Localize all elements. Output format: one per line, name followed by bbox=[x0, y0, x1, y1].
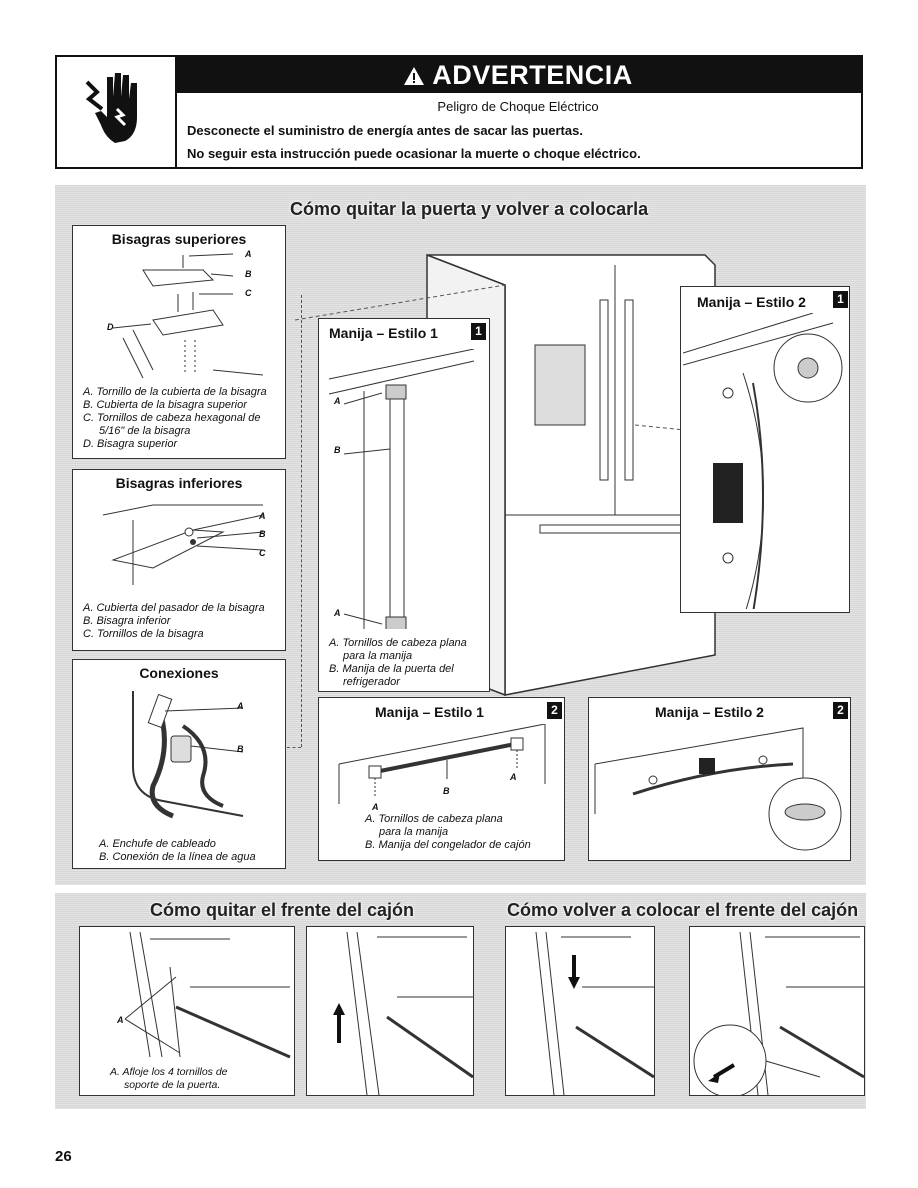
caption: A. Tornillos de cabeza plana bbox=[365, 813, 503, 825]
step-number-badge: 2 bbox=[547, 702, 562, 719]
handle-style1-drawer-captions: A. Tornillos de cabeza plana para la man… bbox=[365, 813, 565, 852]
hinges-top-box: Bisagras superiores A B C D A. Tornillo … bbox=[72, 225, 286, 459]
drawer-install-step2 bbox=[689, 926, 865, 1096]
handle-style2-drawer-title: Manija – Estilo 2 bbox=[655, 704, 764, 720]
drawer-label-a: A bbox=[117, 1015, 124, 1025]
caption: A. Cubierta del pasador de la bisagra bbox=[83, 602, 265, 614]
caption: B. Bisagra inferior bbox=[83, 615, 171, 627]
caption: B. Manija de la puerta del bbox=[329, 663, 454, 675]
drawer-handle-diagram bbox=[338, 724, 546, 804]
arrow-down-icon bbox=[568, 955, 580, 989]
step-number-badge: 1 bbox=[833, 291, 848, 308]
hinges-bottom-box: Bisagras inferiores A B C A. Cubierta de… bbox=[72, 469, 286, 651]
connections-label-a: A bbox=[237, 701, 244, 711]
page-number: 26 bbox=[55, 1148, 72, 1165]
hinge-top-label-d: D bbox=[107, 322, 114, 332]
hinge-top-label-a: A bbox=[245, 249, 252, 259]
caption: B. Conexión de la línea de agua bbox=[99, 851, 256, 863]
warning-line-1: Desconecte el suministro de energía ante… bbox=[187, 123, 583, 138]
drawer-install-step2-diagram bbox=[693, 931, 864, 1095]
caption: C. Tornillos de cabeza hexagonal de bbox=[83, 412, 261, 424]
hinges-top-captions: A. Tornillo de la cubierta de la bisagra… bbox=[83, 386, 283, 451]
drawer-remove-step2-diagram bbox=[346, 931, 473, 1095]
drawer-remove-step2 bbox=[306, 926, 474, 1096]
section-title-drawer-install: Cómo volver a colocar el frente del cajó… bbox=[507, 900, 859, 920]
door-handle-label-a: A bbox=[334, 396, 341, 406]
connections-box: Conexiones A B A. Enchufe de cableado B.… bbox=[72, 659, 286, 869]
drawer-install-step1-diagram bbox=[535, 931, 654, 1095]
hinge-top-label-c: C bbox=[245, 288, 252, 298]
drawer-install-step1 bbox=[505, 926, 655, 1096]
drawer-remove-step1-diagram bbox=[124, 931, 291, 1059]
handle-style1-door-title: Manija – Estilo 1 bbox=[329, 325, 438, 341]
hinge-bottom-label-c: C bbox=[259, 548, 266, 558]
door-removal-panel: Cómo quitar la puerta y volver a colocar… bbox=[55, 185, 866, 885]
top-hinge-diagram bbox=[112, 253, 264, 379]
dashed-connector bbox=[301, 295, 302, 747]
caption: para la manija bbox=[379, 826, 449, 838]
connections-title: Conexiones bbox=[139, 665, 219, 681]
handle-style2-door-box: Manija – Estilo 2 1 bbox=[680, 286, 850, 613]
drawer-front-panel: Cómo quitar el frente del cajón Cómo vol… bbox=[55, 893, 866, 1109]
caption: C. Tornillos de la bisagra bbox=[83, 628, 204, 640]
caption: refrigerador bbox=[343, 676, 400, 688]
warning-subtitle: Peligro de Choque Eléctrico bbox=[437, 99, 599, 114]
caption: A. Enchufe de cableado bbox=[99, 838, 216, 850]
warning-box: ADVERTENCIA Peligro de Choque Eléctrico … bbox=[55, 55, 863, 169]
section-title-door: Cómo quitar la puerta y volver a colocar… bbox=[290, 199, 649, 219]
handle-style1-door-captions: A. Tornillos de cabeza plana para la man… bbox=[329, 637, 489, 689]
caption: A. Tornillo de la cubierta de la bisagra bbox=[83, 386, 267, 398]
caption: 5/16" de la bisagra bbox=[99, 425, 191, 437]
handle-style2-door-title: Manija – Estilo 2 bbox=[697, 294, 806, 310]
hinge-bottom-label-b: B bbox=[259, 529, 266, 539]
bottom-hinge-diagram bbox=[102, 504, 264, 585]
handle-style1-door-box: Manija – Estilo 1 1 A B A A. Tornillos d… bbox=[318, 318, 490, 692]
handle-style1-drawer-title: Manija – Estilo 1 bbox=[375, 704, 484, 720]
handle-style1-drawer-box: Manija – Estilo 1 2 A B A A. Tornillos d… bbox=[318, 697, 565, 861]
drawer-remove-captions: A. Afloje los 4 tornillos de soporte de … bbox=[110, 1066, 290, 1092]
caption: soporte de la puerta. bbox=[124, 1079, 221, 1091]
hinges-bottom-title: Bisagras inferiores bbox=[115, 475, 243, 491]
warning-header: ADVERTENCIA bbox=[175, 57, 861, 93]
door-handle-label-a2: A bbox=[334, 608, 341, 618]
drawer-handle-label-a2: A bbox=[510, 772, 517, 782]
connections-captions: A. Enchufe de cableado B. Conexión de la… bbox=[99, 838, 284, 864]
drawer-handle-style2-diagram bbox=[594, 727, 842, 851]
warning-line-2: No seguir esta instrucción puede ocasion… bbox=[187, 146, 641, 161]
caption: D. Bisagra superior bbox=[83, 438, 178, 450]
hinge-top-label-b: B bbox=[245, 269, 252, 279]
door-handle-diagram bbox=[328, 349, 475, 629]
warning-title: ADVERTENCIA bbox=[432, 60, 633, 90]
door-handle-label-b: B bbox=[334, 445, 341, 455]
warning-triangle-icon bbox=[403, 60, 432, 90]
drawer-handle-label-b: B bbox=[443, 786, 450, 796]
step-number-badge: 1 bbox=[471, 323, 486, 340]
connections-diagram bbox=[132, 691, 244, 819]
caption: para la manija bbox=[343, 650, 413, 662]
door-handle-style2-diagram bbox=[683, 313, 843, 609]
connections-label-b: B bbox=[237, 744, 244, 754]
drawer-remove-step1: A A. Afloje los 4 tornillos de soporte d… bbox=[79, 926, 295, 1096]
step-number-badge: 2 bbox=[833, 702, 848, 719]
dashed-connector bbox=[287, 747, 301, 748]
hinge-bottom-label-a: A bbox=[259, 511, 266, 521]
caption: B. Cubierta de la bisagra superior bbox=[83, 399, 247, 411]
arrow-up-icon bbox=[333, 1003, 345, 1043]
caption: A. Tornillos de cabeza plana bbox=[329, 637, 467, 649]
hinges-bottom-captions: A. Cubierta del pasador de la bisagra B.… bbox=[83, 602, 283, 641]
caption: A. Afloje los 4 tornillos de bbox=[110, 1066, 228, 1078]
electric-shock-hand-icon bbox=[57, 57, 177, 167]
hinges-top-title: Bisagras superiores bbox=[111, 231, 247, 247]
section-title-drawer-remove: Cómo quitar el frente del cajón bbox=[150, 900, 415, 920]
drawer-handle-label-a: A bbox=[372, 802, 379, 812]
handle-style2-drawer-box: Manija – Estilo 2 2 bbox=[588, 697, 851, 861]
caption: B. Manija del congelador de cajón bbox=[365, 839, 531, 851]
